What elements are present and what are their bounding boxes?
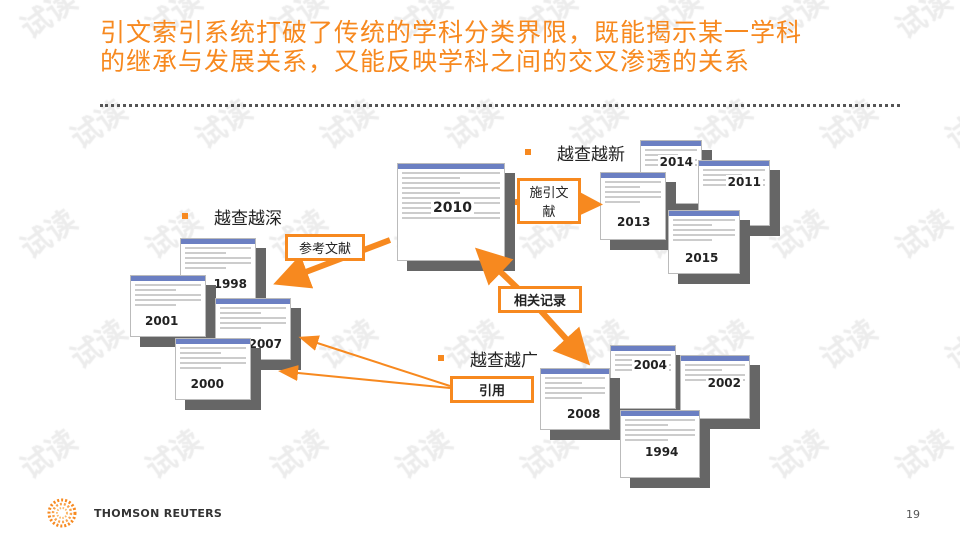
arrow-cited-2	[278, 365, 451, 389]
label-citing: 施引文献	[517, 178, 581, 224]
arrow-cited-1	[298, 335, 451, 387]
arrow-related-down	[537, 307, 591, 366]
label-references: 参考文献	[285, 234, 365, 261]
label-related: 相关记录	[498, 286, 582, 313]
label-cited: 引用	[450, 376, 534, 403]
